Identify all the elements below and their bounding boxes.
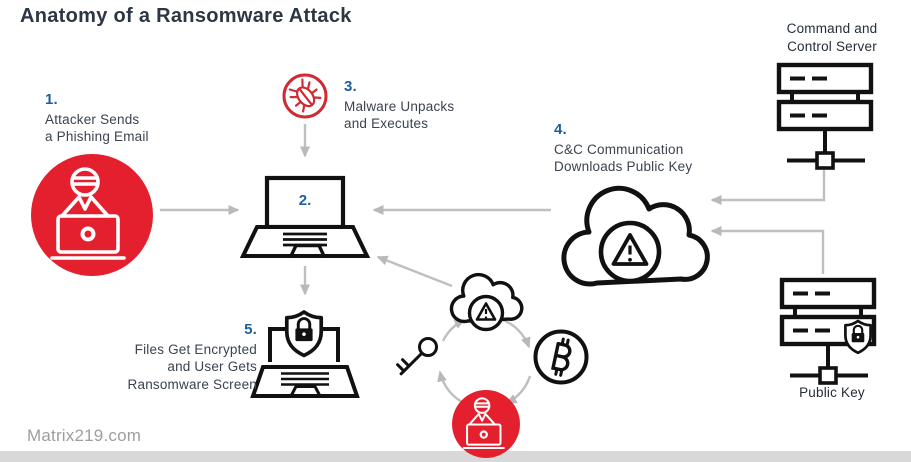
cycle-arc-key-to-cloud [441,318,466,342]
cycle-arc-cloud-to-bitcoin [502,318,531,349]
laptop-shield-lock-icon [250,310,360,398]
laptop-icon [239,175,371,258]
arrow-ccserver-to-cloud [710,170,826,205]
arrow-publickey-to-cloud [710,226,825,274]
step-4-block: 4. C&C Communication Downloads Public Ke… [554,120,692,176]
server-icon [779,65,871,168]
hacker-at-laptop-icon [29,152,155,278]
step-5-block: 5. Files Get Encrypted and User Gets Ran… [95,320,257,393]
step-3-text: Malware Unpacks and Executes [344,99,455,132]
cycle-arc-bitcoin-to-attacker [505,375,532,405]
key-icon [396,337,438,376]
step-4-text: C&C Communication Downloads Public Key [554,142,693,175]
page-title: Anatomy of a Ransomware Attack [20,5,352,27]
hacker-at-laptop-icon-small [450,388,522,460]
connector-arrows [160,124,826,406]
step-1-text: Attacker Sends a Phishing Email [45,112,149,145]
step-2-number: 2. [298,192,312,209]
cycle-arc-attacker-to-key [437,370,467,406]
cloud-warning-icon [563,187,708,285]
step-5-number: 5. [244,321,257,338]
bitcoin-icon [533,329,589,385]
step-5-text: Files Get Encrypted and User Gets Ransom… [127,342,257,392]
step-1-number: 1. [45,91,58,108]
arrow-cyclecloud-to-laptop [376,255,453,288]
cc-server-label: Command and Control Server [786,21,878,54]
bug-icon [282,73,328,119]
step-3-block: 3. Malware Unpacks and Executes [344,77,454,133]
watermark: Matrix219.com [27,426,142,445]
footer-bar [0,451,911,462]
step-1-block: 1. Attacker Sends a Phishing Email [45,90,149,146]
cloud-warning-icon-small [451,274,523,332]
public-key-label: Public Key [799,385,865,400]
step-3-number: 3. [344,78,357,95]
server-shield-lock-icon [782,280,874,383]
step-4-number: 4. [554,121,567,138]
